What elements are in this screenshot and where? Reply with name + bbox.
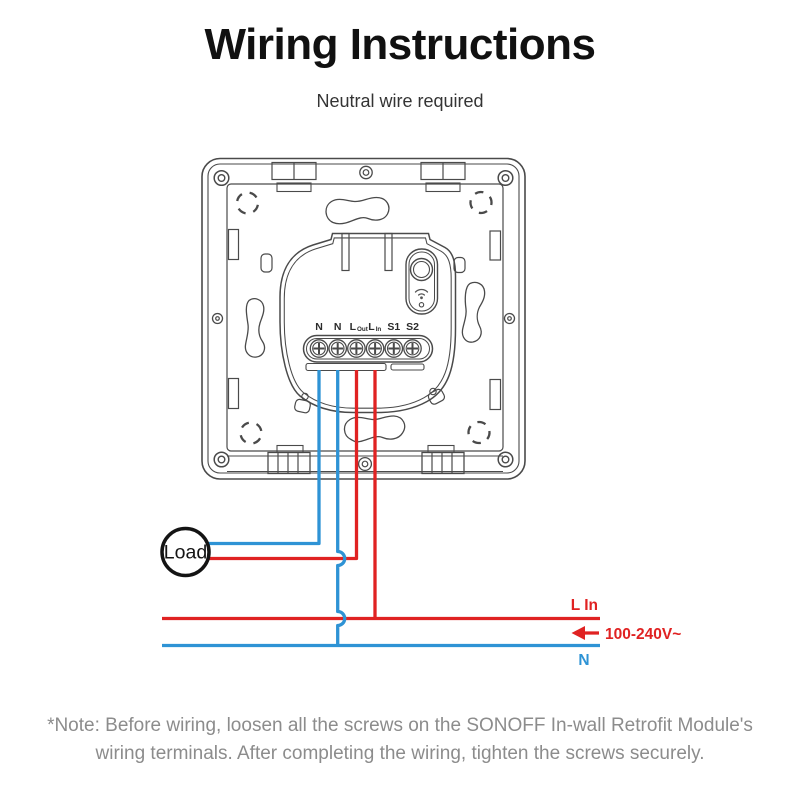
bottom-slots-left (267, 444, 311, 475)
terminal-screw (365, 339, 385, 358)
terminal-label-s1: S1 (387, 321, 400, 333)
load-label: Load (164, 542, 207, 564)
swirl-mark-bottom-left (239, 421, 263, 445)
page-subtitle: Neutral wire required (316, 91, 484, 111)
module-prong-slot-left (341, 232, 350, 272)
swirl-mark-bottom-right (467, 420, 491, 445)
cutout-left (244, 298, 266, 358)
wall-plate (201, 157, 526, 480)
terminal-label-lin: L (368, 321, 375, 333)
swirl-mark-top-left (235, 191, 260, 215)
corner-screw-bottom-left (213, 451, 230, 468)
mid-screw-right (503, 312, 516, 325)
terminal-label-lin-sub: In (376, 326, 382, 333)
terminal-screw (384, 339, 404, 358)
pairing-button (405, 248, 439, 315)
terminal-label-lout-sub: Out (357, 326, 369, 333)
button-dot (418, 302, 425, 308)
side-slot-right-upper (489, 230, 502, 261)
voltage-label: 100-240V~ (605, 626, 681, 643)
wire-neutral-to-mains (336, 370, 347, 647)
cutout-right (461, 281, 486, 343)
footnote: *Note: Before wiring, loosen all the scr… (0, 712, 800, 768)
live-line-label: L In (571, 597, 598, 614)
terminal-screw (403, 339, 422, 358)
corner-screw-bottom-right (497, 451, 514, 468)
module-prong-slot-right (384, 232, 393, 272)
terminal-label-n2: N (334, 321, 342, 333)
footnote-line-2: wiring terminals. After completing the w… (95, 743, 705, 764)
terminal-label-s2: S2 (406, 321, 419, 333)
mid-screw-left (211, 312, 224, 325)
terminal-screw (328, 339, 348, 358)
terminal-label-lout: L (350, 321, 357, 333)
cutout-bottom (343, 415, 406, 443)
cutout-top (325, 196, 390, 225)
module-right-nub (453, 256, 466, 274)
side-slot-right-lower (489, 378, 502, 411)
voltage-arrow-icon (571, 626, 599, 640)
module-foot-left (294, 398, 311, 414)
load-symbol: Load (160, 526, 211, 578)
module-left-nub (260, 253, 273, 273)
wifi-icon (414, 288, 429, 300)
top-tab-right (420, 161, 466, 193)
corner-screw-top-right (497, 169, 514, 187)
corner-screw-top-left (213, 169, 230, 187)
module-inner-outline (283, 237, 452, 409)
load-circle (160, 526, 211, 578)
terminal-labels: N N L Out L In S1 S2 (315, 321, 419, 333)
page-title: Wiring Instructions (204, 20, 597, 69)
terminal-label-n1: N (315, 321, 323, 333)
module-outline (279, 232, 457, 414)
neutral-line-label: N (578, 652, 589, 669)
swirl-mark-top-right (469, 190, 493, 215)
terminal-screw (309, 339, 329, 358)
side-slot-left-upper (227, 228, 240, 261)
wire-neutral-to-load (206, 370, 321, 546)
module-foot-right (427, 388, 446, 405)
terminal-screw (347, 339, 366, 358)
mid-screw-bottom (357, 456, 373, 472)
terminal-strip (302, 334, 434, 372)
bottom-slots-right (421, 444, 465, 475)
retrofit-module: N N L Out L In S1 S2 (260, 232, 466, 414)
wire-live-out-to-load (207, 370, 359, 561)
top-tab-left (271, 161, 317, 193)
module-boss-left (301, 392, 309, 401)
terminal-screws (309, 339, 422, 358)
wires (162, 370, 600, 648)
module-boss-right (429, 387, 437, 396)
footnote-line-1: *Note: Before wiring, loosen all the scr… (47, 715, 753, 736)
mains-labels: L In 100-240V~ N (571, 597, 682, 669)
side-slot-left-lower (227, 377, 240, 410)
mid-screw-top (359, 165, 373, 180)
